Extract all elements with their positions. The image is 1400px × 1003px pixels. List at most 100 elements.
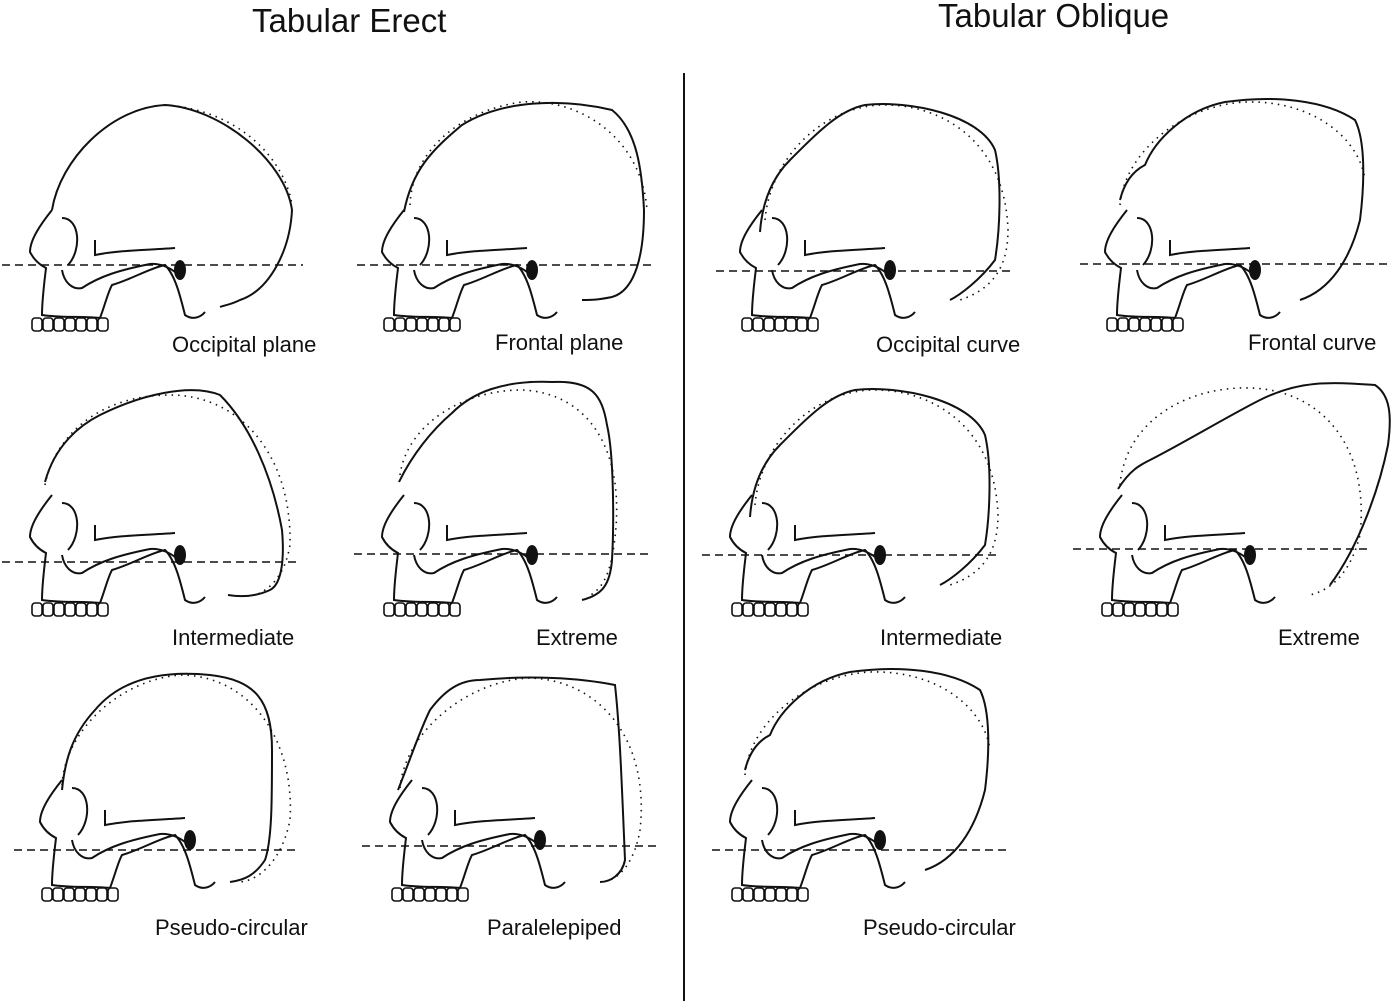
ear-canal [874,830,886,850]
orbit-line [1131,502,1149,551]
deformed-vault-outline [749,388,991,586]
deformed-vault-outline [744,668,990,871]
orbit-line [413,217,431,266]
skull-panel-erect-pseudo-circular: Pseudo-circular [10,670,350,970]
original-skull-outline [61,674,292,883]
skull-illustration [1073,382,1391,617]
panel-label: Extreme [536,625,618,650]
teeth [383,317,461,332]
orbit-line [771,217,789,266]
deformed-vault-outline [61,672,274,883]
cheek-line [94,525,176,542]
teeth [31,317,109,332]
panel-label: Occipital curve [876,332,1021,357]
zygomatic-line [413,547,528,575]
teeth [383,602,461,617]
skull-panel-erect-intermediate: Intermediate [0,385,340,685]
original-skull-outline [1119,387,1362,596]
teeth [1101,602,1179,617]
zygomatic-line [761,547,876,575]
skull-panel-oblique-intermediate: Intermediate [700,385,1040,685]
ear-canal [1244,545,1256,565]
original-skull-outline [399,389,618,598]
ear-canal [526,545,538,565]
skull-panel-oblique-occipital-curve: Occipital curve [710,100,1050,400]
orbit-line [421,787,439,836]
ear-canal [526,260,538,280]
cheek-line [446,525,528,542]
teeth [391,887,469,902]
orbit-line [761,787,779,836]
zygomatic-line [413,262,528,290]
skull-illustration [2,103,303,332]
cheek-line [446,240,528,257]
original-skull-outline [164,104,293,206]
panel-label: Pseudo-circular [155,915,308,940]
cheek-line [94,240,176,257]
ear-canal [874,545,886,565]
deformed-vault-outline [398,380,615,601]
tabular-oblique-heading: Tabular Oblique [938,0,1170,34]
zygomatic-line [1131,547,1246,575]
skull-illustration [702,388,999,617]
orbit-line [61,217,79,266]
skull-illustration [2,389,300,617]
cheek-line [104,810,186,827]
cheek-line [804,240,886,257]
deformed-vault-outline [1119,98,1365,301]
skull-panel-erect-paralelepiped: Paralelepiped [360,670,700,970]
panel-label: Frontal plane [495,330,624,355]
deformed-vault-outline [403,101,646,301]
panel-label: Extreme [1278,625,1360,650]
ear-canal [534,830,546,850]
teeth [31,602,109,617]
tabular-erect-heading: Tabular Erect [252,2,447,39]
skull-illustration [357,101,655,332]
column-divider [683,73,685,1001]
ear-canal [1249,260,1261,280]
skull-illustration [14,672,295,902]
deformed-vault-outline [1117,382,1391,586]
original-skull-outline [44,394,291,596]
skull-panel-erect-frontal-plane: Frontal plane [352,100,692,400]
orbit-line [413,502,431,551]
panel-label: Pseudo-circular [863,915,1016,940]
cheek-line [1164,525,1246,542]
teeth [731,602,809,617]
teeth [1106,317,1184,332]
panel-label: Intermediate [880,625,1003,650]
original-skull-outline [744,671,991,776]
panel-label: Occipital plane [172,332,317,357]
ear-canal [184,830,196,850]
deformed-vault-outline [397,676,627,883]
skull-illustration [362,676,658,902]
zygomatic-line [61,547,176,575]
orbit-line [761,502,779,551]
panel-label: Paralelepiped [487,915,622,940]
original-skull-outline [399,677,642,881]
zygomatic-line [1136,262,1251,290]
original-skull-outline [1119,101,1366,206]
skull-panel-oblique-pseudo-circular: Pseudo-circular [700,668,1040,970]
ear-canal [174,260,186,280]
skull-illustration [354,380,652,617]
deformed-vault-outline [44,389,284,598]
skull-panel-oblique-frontal-curve: Frontal curve [1075,98,1400,400]
zygomatic-line [61,262,176,290]
orbit-line [61,502,79,551]
orbit-line [1136,217,1154,266]
teeth [741,317,819,332]
ear-canal [884,260,896,280]
skull-panel-erect-occipital-plane: Occipital plane [0,100,340,400]
zygomatic-line [71,832,186,860]
teeth [731,887,809,902]
skull-illustration [1080,98,1387,332]
deformed-vault-outline [51,103,294,308]
zygomatic-line [761,832,876,860]
zygomatic-line [771,262,886,290]
cheek-line [794,810,876,827]
skull-panel-oblique-extreme: Extreme [1070,382,1400,685]
skull-illustration [712,668,1008,902]
deformed-vault-outline [759,103,1001,301]
skull-panel-erect-extreme: Extreme [352,380,692,685]
